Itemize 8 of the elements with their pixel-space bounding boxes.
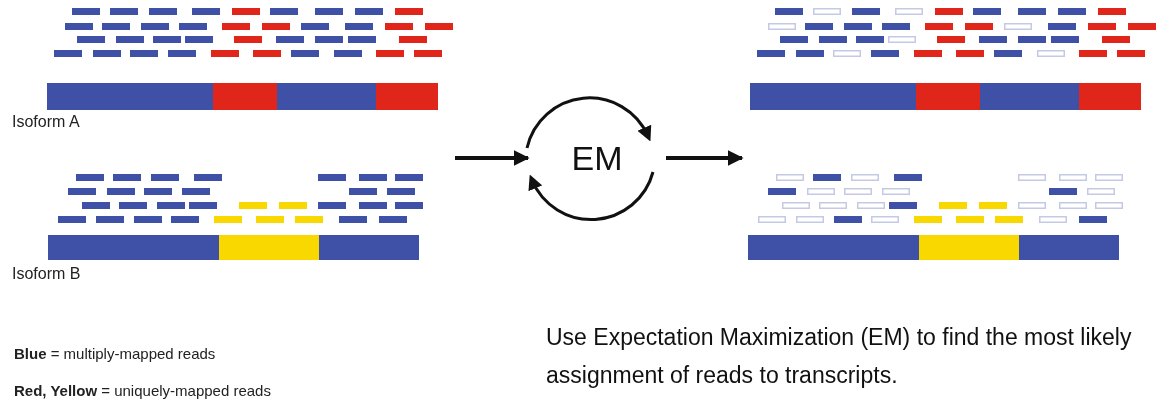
isoform-label: Isoform A: [12, 113, 80, 131]
isoform-label: Isoform B: [12, 265, 81, 283]
caption-text: Use Expectation Maximization (EM) to find the most likely assignment of reads to transcripts.: [546, 323, 1133, 390]
process-label: EM: [570, 138, 624, 178]
legend-text: Blue = multiply-mapped reads: [14, 345, 216, 362]
arrow: [666, 150, 744, 166]
arrow: [455, 150, 530, 166]
legend-text: Red, Yellow = uniquely-mapped reads: [14, 382, 271, 399]
